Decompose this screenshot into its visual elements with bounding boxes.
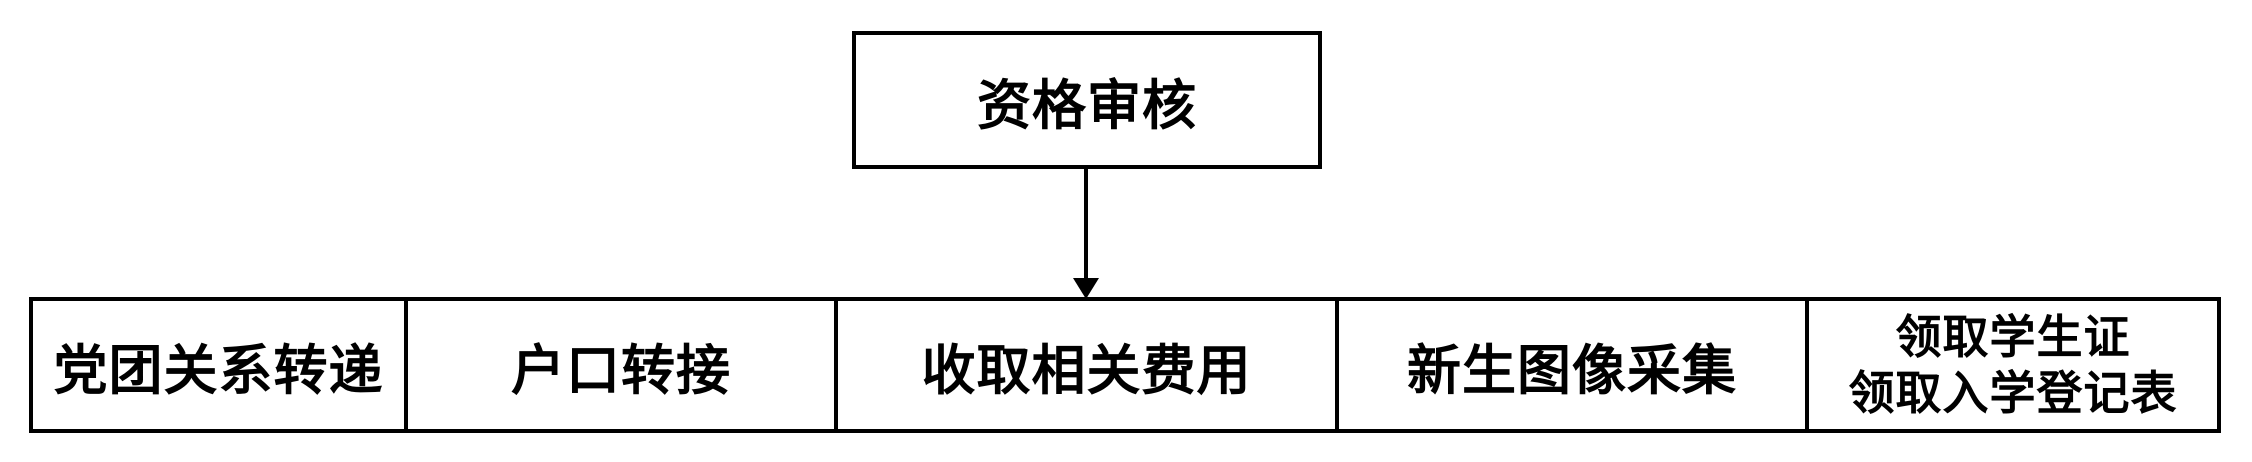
step-label-line-2: 领取入学登记表 xyxy=(1848,367,2178,419)
step-label: 新生图像采集 xyxy=(1407,340,1737,401)
down-arrow-head-icon xyxy=(1073,278,1099,299)
step-household-registration-transfer: 户口转接 xyxy=(404,301,834,429)
step-row: 党团关系转递 户口转接 收取相关费用 新生图像采集 领取学生证 领取入学登记表 xyxy=(29,297,2221,433)
step-label-line-1: 领取学生证 xyxy=(1895,310,2131,363)
step-collect-fees: 收取相关费用 xyxy=(834,301,1335,429)
step-party-league-transfer: 党团关系转递 xyxy=(33,301,404,429)
step-label: 党团关系转递 xyxy=(53,340,384,401)
step-label: 收取相关费用 xyxy=(921,340,1252,401)
step-freshman-photo-capture: 新生图像采集 xyxy=(1335,301,1805,429)
step-receive-student-id-and-registration-form: 领取学生证 领取入学登记表 xyxy=(1805,301,2217,429)
down-arrow-stem xyxy=(1084,169,1088,279)
title-box-qualification-review: 资格审核 xyxy=(852,31,1322,169)
title-box-label: 资格审核 xyxy=(977,75,1197,136)
step-label: 户口转接 xyxy=(511,340,731,401)
